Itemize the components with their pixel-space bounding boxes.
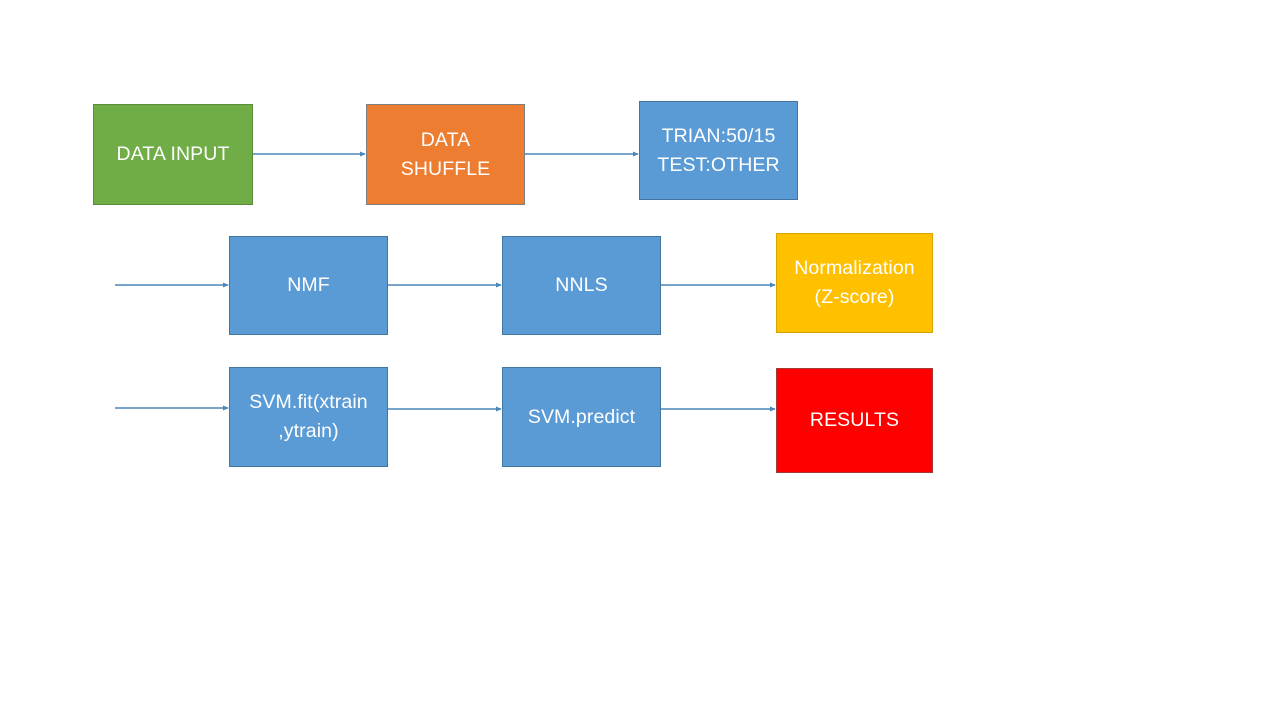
node-label-nnls: NNLS — [555, 274, 608, 297]
node-data-shuffle[interactable]: DATA SHUFFLE — [366, 104, 525, 205]
node-label-results: RESULTS — [809, 409, 900, 432]
node-results[interactable]: RESULTS — [776, 368, 933, 473]
node-nmf[interactable]: NMF — [229, 236, 388, 335]
node-normalization[interactable]: Normalization (Z-score) — [776, 233, 933, 333]
node-svm-predict[interactable]: SVM.predict — [502, 367, 661, 467]
node-label-svm-predict: SVM.predict — [527, 405, 636, 428]
node-label-train-test-split: TRIAN:50/15 TEST:OTHER — [657, 124, 780, 176]
node-train-test-split[interactable]: TRIAN:50/15 TEST:OTHER — [639, 101, 798, 200]
node-label-nmf: NMF — [287, 274, 330, 297]
node-nnls[interactable]: NNLS — [502, 236, 661, 335]
node-svm-fit[interactable]: SVM.fit(xtrain ,ytrain) — [229, 367, 388, 467]
node-label-data-input: DATA INPUT — [116, 143, 230, 166]
node-data-input[interactable]: DATA INPUT — [93, 104, 253, 205]
node-label-svm-fit: SVM.fit(xtrain ,ytrain) — [249, 391, 368, 442]
node-label-normalization: Normalization (Z-score) — [794, 257, 915, 308]
node-label-data-shuffle: DATA SHUFFLE — [400, 128, 491, 180]
